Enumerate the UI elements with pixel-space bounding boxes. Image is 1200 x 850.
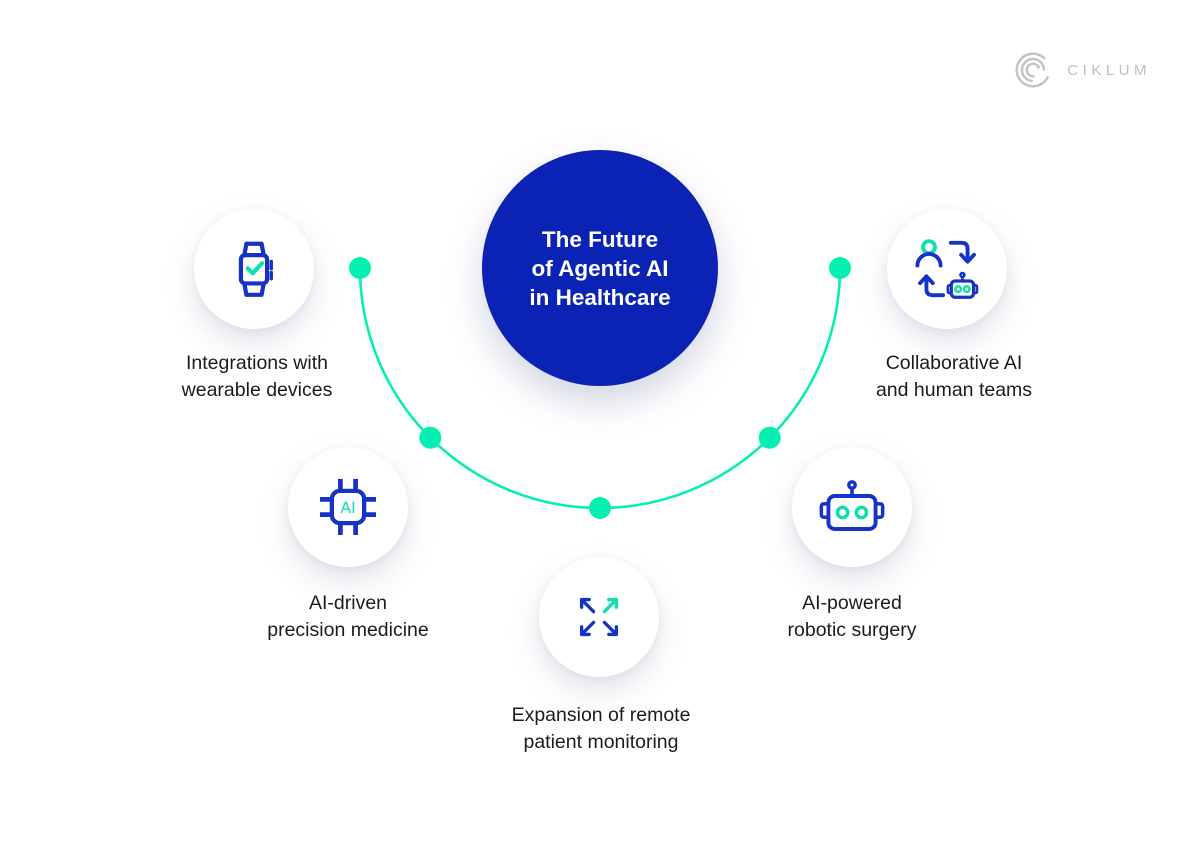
smartwatch-check-icon	[238, 241, 273, 297]
brand-logo: CIKLUM	[1010, 46, 1151, 94]
connector-dot	[419, 426, 442, 449]
node-surgery-circle	[792, 447, 912, 567]
brand-logo-text: CIKLUM	[1067, 61, 1151, 79]
node-wearables-label: Integrations with wearable devices	[181, 352, 333, 401]
ai-chip-icon: AI	[319, 478, 377, 536]
connector-dot	[349, 257, 371, 279]
connector-dot	[758, 426, 781, 449]
connector-dot	[589, 497, 611, 519]
human-robot-cycle-icon	[915, 239, 979, 299]
node-wearables-circle	[194, 209, 314, 329]
title-line: The Future	[541, 226, 659, 252]
ciklum-mark-icon	[1015, 52, 1051, 88]
connector-dot	[829, 257, 851, 279]
node-remote-label: Expansion of remote patient monitoring	[511, 704, 691, 753]
svg-text:AI: AI	[340, 499, 355, 517]
node-precision-circle: AI	[288, 447, 408, 567]
node-collab-label: Collaborative AI and human teams	[875, 352, 1033, 401]
node-precision-label: AI-driven precision medicine	[267, 592, 429, 641]
node-surgery-label: AI-powered robotic surgery	[787, 592, 917, 641]
node-collab-circle	[887, 209, 1007, 329]
title-line: of Agentic AI	[531, 255, 669, 281]
expand-arrows-icon	[579, 597, 619, 637]
node-remote-circle	[539, 557, 659, 677]
central-title-circle: The Future of Agentic AI in Healthcare	[482, 150, 718, 386]
title-line: in Healthcare	[529, 284, 671, 310]
robot-head-icon	[819, 480, 885, 531]
